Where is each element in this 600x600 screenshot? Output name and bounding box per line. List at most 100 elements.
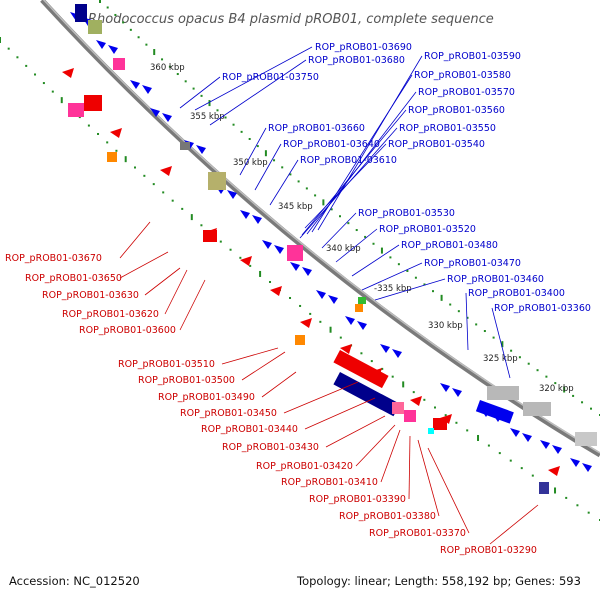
- gc-dot: [200, 94, 203, 97]
- gc-dot: [554, 487, 557, 494]
- gc-dot: [299, 304, 302, 307]
- gene-label[interactable]: ROP_pROB01-03550: [399, 123, 496, 134]
- gc-dot: [581, 401, 584, 404]
- gene-label[interactable]: ROP_pROB01-03650: [25, 273, 122, 284]
- gene-label[interactable]: ROP_pROB01-03460: [447, 274, 544, 285]
- gene-label[interactable]: ROP_pROB01-03490: [158, 392, 255, 403]
- gene-label[interactable]: ROP_pROB01-03430: [222, 442, 319, 453]
- gc-dot: [563, 386, 566, 393]
- gene-label[interactable]: ROP_pROB01-03560: [408, 105, 505, 116]
- gene-block: [523, 402, 551, 416]
- gene-label[interactable]: ROP_pROB01-03380: [339, 511, 436, 522]
- gc-dot: [25, 64, 28, 67]
- gene-label[interactable]: ROP_pROB01-03470: [424, 258, 521, 269]
- leader-line: [261, 371, 297, 398]
- gc-dot: [498, 452, 501, 455]
- gene-label[interactable]: ROP_pROB01-03640: [283, 139, 380, 150]
- forward-gene-arrow: [142, 85, 152, 94]
- map-title: Rhodococcus opacus B4 plasmid pROB01, co…: [88, 12, 494, 27]
- gene-label[interactable]: ROP_pROB01-03360: [494, 303, 591, 314]
- gc-dot: [106, 6, 109, 9]
- gc-dot: [391, 375, 394, 378]
- reverse-gene-labels: ROP_pROB01-03670 ROP_pROB01-03650 ROP_pR…: [5, 253, 537, 556]
- leader-line: [361, 262, 423, 291]
- gene-block: [208, 172, 226, 190]
- gc-dot: [114, 13, 117, 16]
- gene-label[interactable]: ROP_pROB01-03610: [300, 155, 397, 166]
- leader-line: [317, 55, 423, 231]
- gene-label[interactable]: ROP_pROB01-03600: [79, 325, 176, 336]
- gc-dot: [432, 290, 435, 293]
- gc-dot: [414, 276, 417, 279]
- gc-dot: [273, 159, 276, 162]
- leader-line: [465, 292, 469, 351]
- gene-label[interactable]: ROP_pROB01-03520: [379, 224, 476, 235]
- forward-gene-arrow: [130, 80, 140, 89]
- leader-line: [221, 347, 279, 365]
- forward-gene-arrow: [96, 40, 106, 49]
- gene-block: [575, 432, 597, 446]
- gc-dot: [510, 349, 513, 352]
- gene-label[interactable]: ROP_pROB01-03510: [118, 359, 215, 370]
- gene-label[interactable]: ROP_pROB01-03660: [268, 123, 365, 134]
- scale-label: 350 kbp: [233, 158, 268, 168]
- forward-gene-arrow: [252, 215, 262, 224]
- gene-label[interactable]: ROP_pROB01-03410: [281, 477, 378, 488]
- forward-gene-arrow: [380, 344, 390, 353]
- gc-dot: [145, 43, 148, 46]
- gene-label[interactable]: ROP_pROB01-03580: [414, 70, 511, 81]
- gene-label[interactable]: ROP_pROB01-03590: [424, 51, 521, 62]
- gc-dot: [412, 391, 415, 394]
- gc-dot: [423, 283, 426, 286]
- gene-label[interactable]: ROP_pROB01-03570: [418, 87, 515, 98]
- leader-line: [417, 439, 440, 517]
- gene-label[interactable]: ROP_pROB01-03750: [222, 72, 319, 83]
- gc-dot: [97, 132, 100, 135]
- gc-dot: [259, 270, 262, 277]
- gc-dot: [281, 166, 284, 169]
- gc-dot: [115, 149, 118, 152]
- gc-dot: [0, 37, 1, 43]
- forward-gene-arrow: [162, 113, 172, 122]
- gc-dot: [466, 316, 469, 319]
- gene-label[interactable]: ROP_pROB01-03480: [401, 240, 498, 251]
- gene-label[interactable]: ROP_pROB01-03400: [468, 288, 565, 299]
- gene-label[interactable]: ROP_pROB01-03500: [138, 375, 235, 386]
- gc-dot: [322, 199, 325, 206]
- gene-block: [433, 418, 447, 430]
- reverse-gene-arrow: [160, 166, 172, 176]
- gene-label[interactable]: ROP_pROB01-03450: [180, 408, 277, 419]
- scale-label: 330 kbp: [428, 321, 463, 331]
- gene-label[interactable]: ROP_pROB01-03630: [42, 290, 139, 301]
- gc-dot: [487, 444, 490, 447]
- gene-label[interactable]: ROP_pROB01-03530: [358, 208, 455, 219]
- leader-line: [239, 127, 267, 176]
- gene-label[interactable]: ROP_pROB01-03290: [440, 545, 537, 556]
- leader-line: [301, 109, 407, 236]
- gene-label[interactable]: ROP_pROB01-03680: [308, 55, 405, 66]
- gene-label[interactable]: ROP_pROB01-03540: [388, 139, 485, 150]
- gc-dot: [492, 336, 495, 339]
- gc-dot: [171, 199, 174, 202]
- scale-labels: 360 kbp 355 kbp 350 kbp 345 kbp 340 kbp …: [150, 63, 574, 394]
- forward-gene-arrow: [452, 388, 462, 397]
- gene-block: [88, 20, 102, 34]
- reverse-gene-arrow: [410, 396, 422, 406]
- forward-gene-arrow: [582, 463, 592, 472]
- gc-dot: [143, 174, 146, 177]
- gene-label[interactable]: ROP_pROB01-03420: [256, 461, 353, 472]
- gc-dot: [161, 58, 164, 61]
- gene-label[interactable]: ROP_pROB01-03690: [315, 42, 412, 53]
- gene-label[interactable]: ROP_pROB01-03620: [62, 309, 159, 320]
- reverse-gene-arrow: [270, 286, 282, 296]
- forward-gene-labels: ROP_pROB01-03690 ROP_pROB01-03680 ROP_pR…: [222, 42, 591, 314]
- forward-gene-arrow: [328, 295, 338, 304]
- gene-label[interactable]: ROP_pROB01-03370: [369, 528, 466, 539]
- gc-dot: [520, 467, 523, 470]
- gene-label[interactable]: ROP_pROB01-03390: [309, 494, 406, 505]
- forward-gene-arrow: [552, 445, 562, 454]
- gene-label[interactable]: ROP_pROB01-03670: [5, 253, 102, 264]
- forward-gene-arrow: [316, 290, 326, 299]
- gene-label[interactable]: ROP_pROB01-03440: [201, 424, 298, 435]
